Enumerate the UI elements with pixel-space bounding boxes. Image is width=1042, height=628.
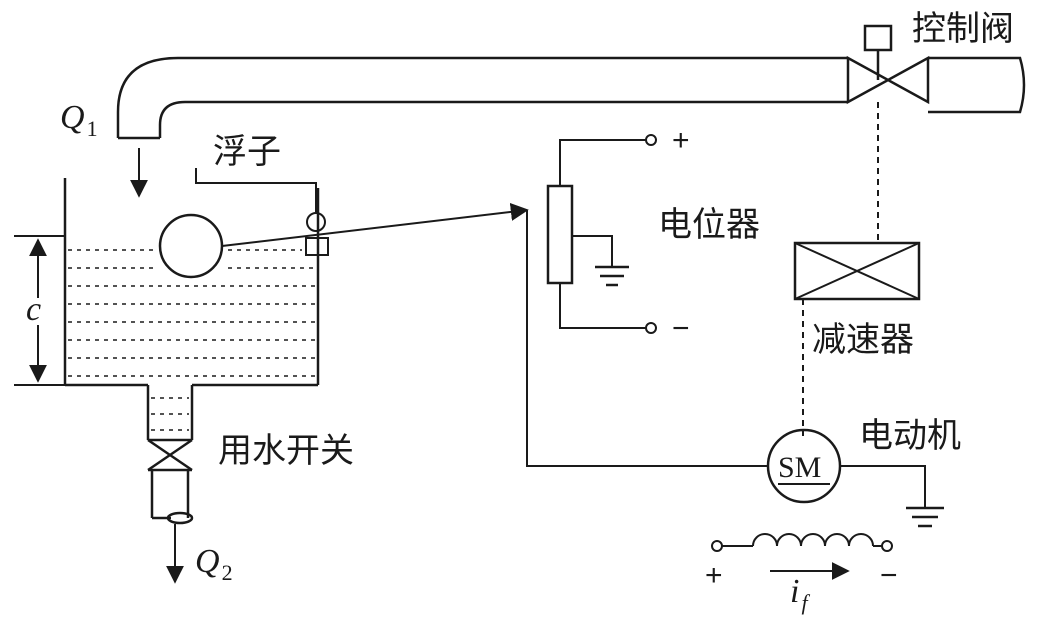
pot-minus-sign: − [672, 312, 690, 345]
motor [766, 428, 944, 528]
level-label: c [26, 291, 41, 328]
water-body [68, 249, 315, 431]
field-plus-sign: + [705, 559, 723, 592]
potentiometer-label: 电位器 [658, 205, 760, 245]
pot-plus-sign: + [672, 124, 690, 157]
control-valve [846, 24, 1026, 114]
outflow-label: Q2 [195, 543, 233, 585]
float-ball [158, 213, 224, 279]
reducer-label: 减速器 [812, 320, 914, 360]
inflow-pipe [116, 56, 848, 140]
water-switch-label: 用水开关 [218, 431, 354, 471]
reducer [793, 241, 921, 301]
water-tank [63, 178, 320, 442]
level-dimension [14, 235, 66, 386]
float-label: 浮子 [213, 132, 281, 172]
float-lever [195, 168, 529, 256]
field-winding [711, 533, 893, 580]
motor-symbol: SM [778, 451, 821, 484]
field-current-label: if [790, 573, 810, 615]
water-switch [147, 438, 194, 525]
inflow-label: Q1 [60, 99, 98, 141]
control-valve-label: 控制阀 [912, 9, 1014, 49]
motor-label: 电动机 [859, 416, 961, 456]
field-minus-sign: − [880, 559, 898, 592]
potentiometer [526, 134, 768, 467]
